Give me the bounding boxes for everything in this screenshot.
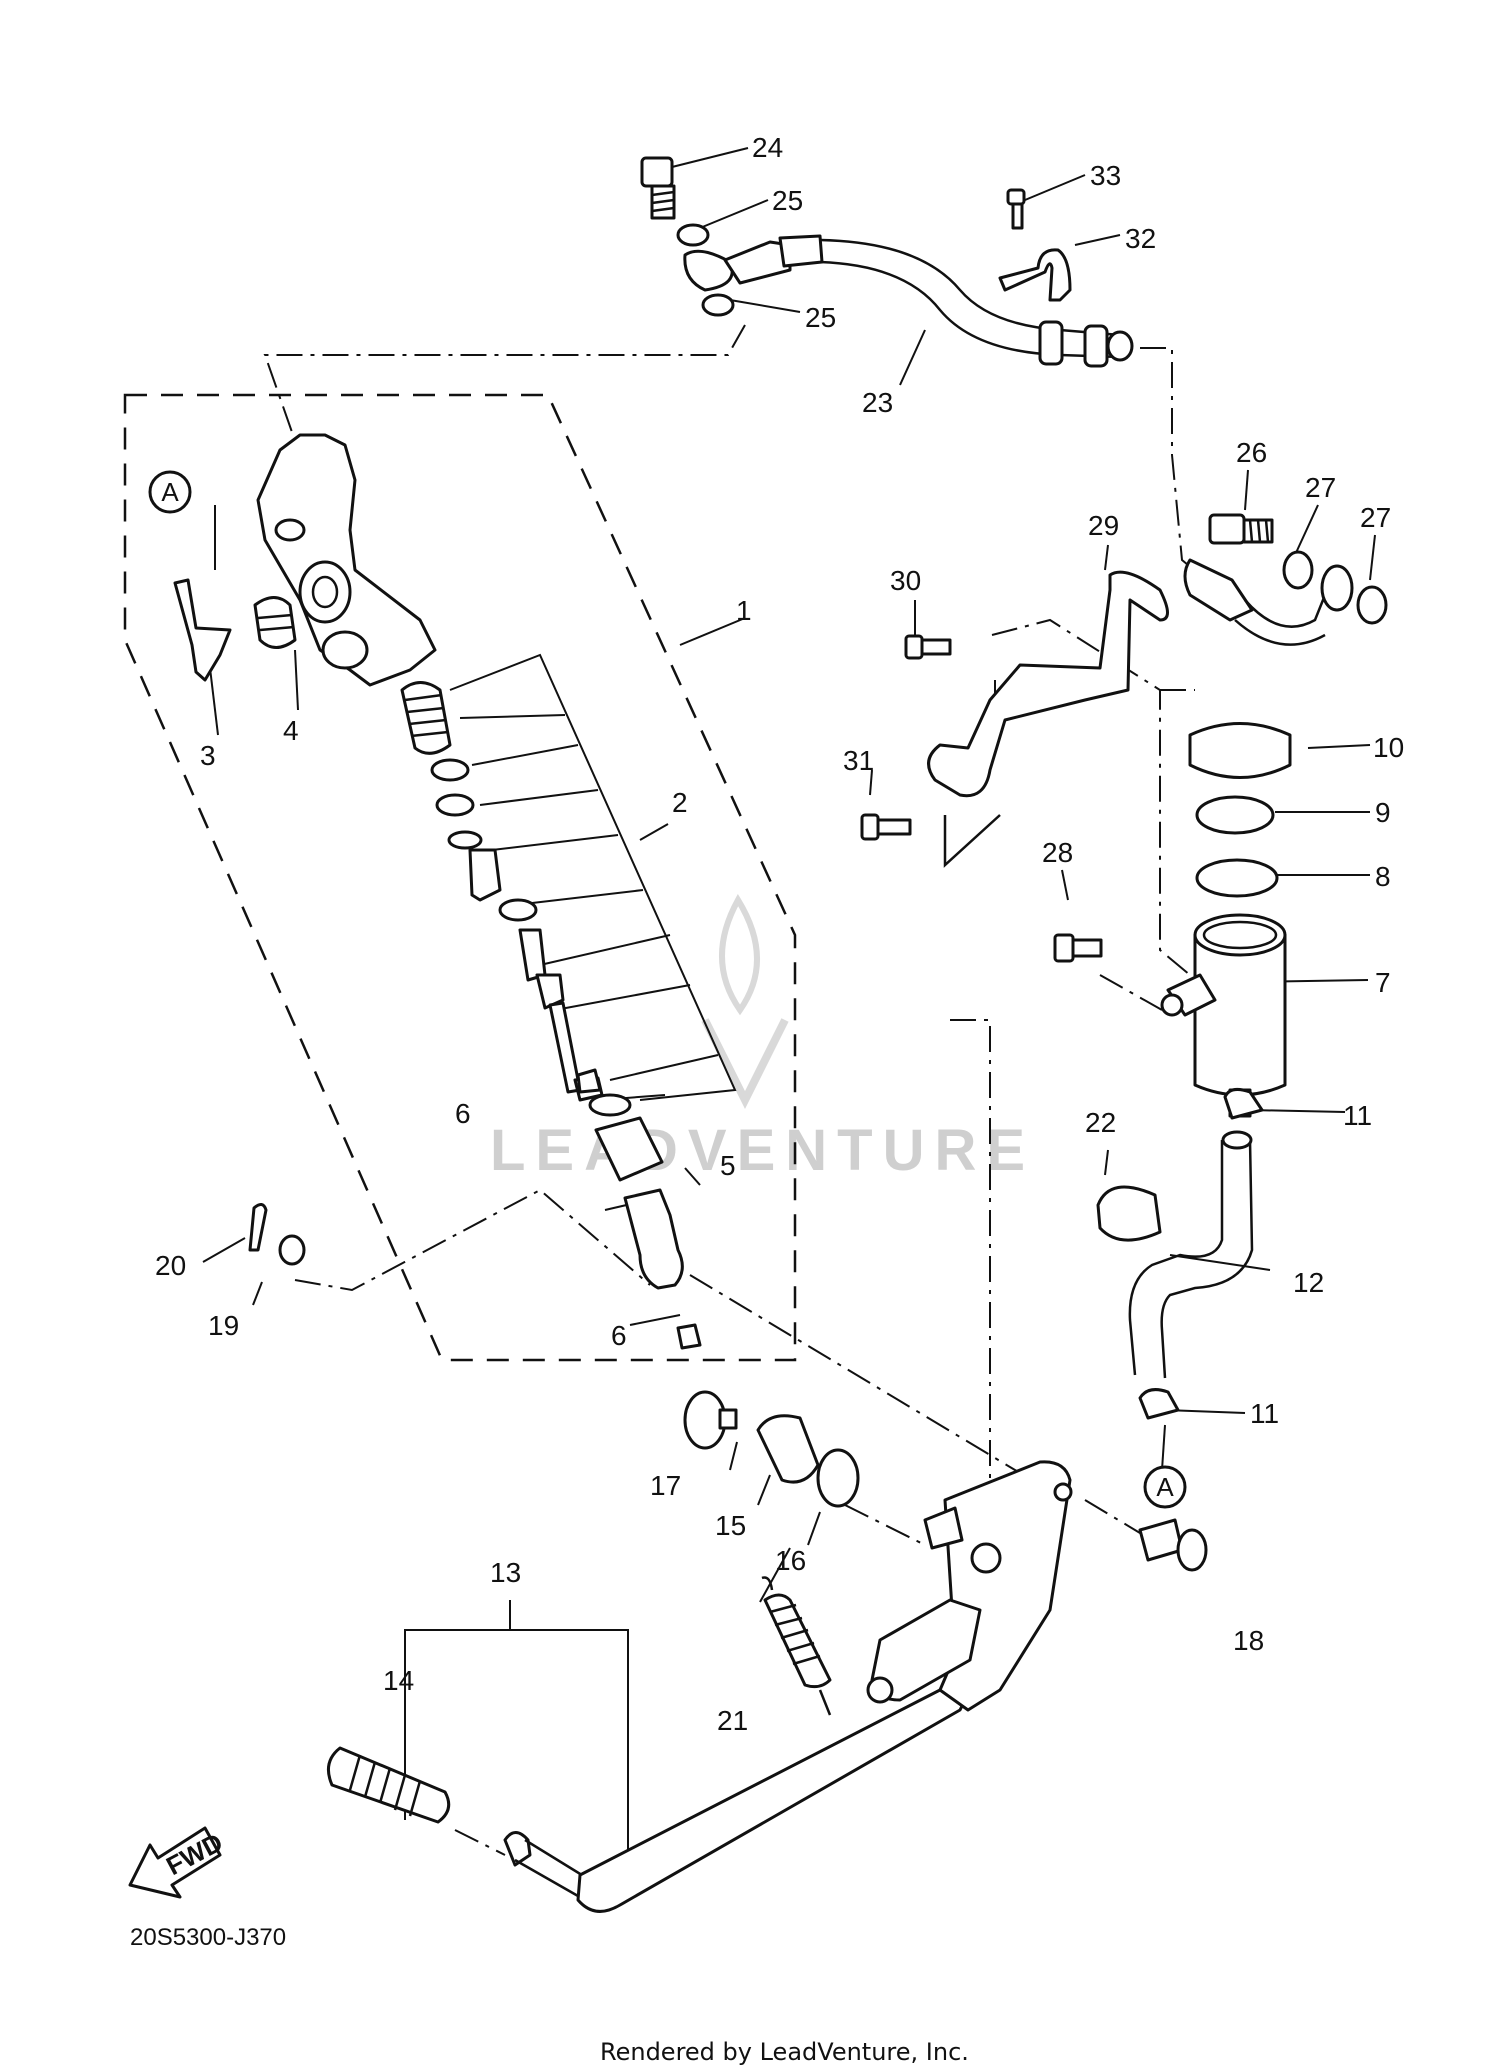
banjo-bolt-26 — [1208, 513, 1274, 545]
pedal-rubber-14 — [326, 1746, 451, 1824]
callout-6-lower: 6 — [611, 1320, 627, 1351]
plate-8 — [1195, 858, 1279, 898]
bracket-lines — [404, 653, 737, 1865]
ref-marker-a-top — [148, 470, 192, 514]
callout-24: 24 — [752, 132, 783, 163]
callout-25-bottom: 25 — [805, 302, 836, 333]
washer-25-top — [676, 223, 710, 247]
reference-lines — [263, 324, 1213, 1856]
callout-11-lower: 11 — [1250, 1398, 1279, 1429]
callout-3: 3 — [200, 740, 216, 771]
nut-6-upper — [576, 1068, 602, 1094]
spring-21 — [761, 1576, 832, 1716]
callout-4: 4 — [283, 715, 299, 746]
callout-10: 10 — [1373, 732, 1404, 763]
reservoir-cap-10 — [1188, 722, 1292, 779]
fwd-arrow: FWD — [128, 1826, 228, 1899]
callout-27-right: 27 — [1360, 502, 1391, 533]
diagram-code: 20S5300-J370 — [130, 1924, 286, 1951]
brake-pedal-13 — [503, 1460, 1073, 1913]
clamp-32 — [998, 248, 1072, 302]
callout-28: 28 — [1042, 837, 1073, 868]
watermark-text: LEADVENTURE — [490, 1118, 1035, 1183]
callout-12: 12 — [1293, 1267, 1324, 1298]
ref-marker-a-bottom-label: A — [1156, 1472, 1174, 1502]
piston-assembly-2 — [400, 681, 664, 1182]
callout-7: 7 — [1375, 967, 1391, 998]
banjo-bolt-24 — [640, 156, 676, 220]
callout-23: 23 — [862, 387, 893, 418]
bolt-33 — [1006, 188, 1026, 230]
callout-11-upper: 11 — [1343, 1100, 1372, 1131]
callout-26: 26 — [1236, 437, 1267, 468]
bolt-30 — [904, 634, 952, 660]
footer-credit: Rendered by LeadVenture, Inc. — [600, 2038, 969, 2066]
hose-end-fitting — [1183, 558, 1354, 646]
cotter-pin-20 — [248, 1203, 268, 1252]
callout-27-left: 27 — [1305, 472, 1336, 503]
clamp-11-lower — [1138, 1388, 1180, 1420]
callout-20: 20 — [155, 1250, 186, 1281]
bolt-31 — [860, 813, 912, 841]
callout-9: 9 — [1375, 797, 1391, 828]
callout-6-upper: 6 — [455, 1098, 471, 1129]
washer-19 — [278, 1234, 306, 1266]
clamp-22 — [1096, 1185, 1162, 1242]
callouts: 24 25 25 23 33 32 26 27 27 29 30 31 28 1… — [155, 132, 1404, 1736]
diaphragm-9 — [1195, 795, 1275, 835]
callout-33: 33 — [1090, 160, 1121, 191]
callout-18: 18 — [1233, 1625, 1264, 1656]
assembly-boundary — [123, 393, 797, 1362]
bolt-28 — [1053, 933, 1103, 963]
callout-30: 30 — [890, 565, 921, 596]
callout-13: 13 — [490, 1557, 521, 1588]
o-ring-16 — [816, 1448, 860, 1508]
callout-21: 21 — [717, 1705, 748, 1736]
washer-25-bottom — [701, 293, 735, 317]
callout-22: 22 — [1085, 1107, 1116, 1138]
washer-27-left — [1282, 550, 1314, 590]
joint-3 — [173, 578, 232, 682]
callout-31: 31 — [843, 745, 874, 776]
bushing-15 — [756, 1414, 820, 1484]
ref-marker-a-top-label: A — [161, 477, 179, 507]
reservoir-7 — [1160, 913, 1287, 1118]
grommet-4 — [253, 596, 297, 649]
callout-2: 2 — [672, 787, 688, 818]
clamp-11-upper — [1223, 1087, 1264, 1120]
callout-8: 8 — [1375, 861, 1391, 892]
brake-hose-23 — [683, 234, 1134, 368]
collar-17 — [683, 1390, 738, 1450]
washer-27-right — [1356, 585, 1388, 625]
callout-19: 19 — [208, 1310, 239, 1341]
callout-16: 16 — [775, 1545, 806, 1576]
watermark: LEADVENTURE — [490, 894, 1035, 1183]
callout-14: 14 — [383, 1665, 414, 1696]
callout-32: 32 — [1125, 223, 1156, 254]
callout-25-top: 25 — [772, 185, 803, 216]
hose-12 — [1128, 1130, 1254, 1379]
bracket-29 — [927, 570, 1169, 798]
callout-5: 5 — [720, 1150, 736, 1181]
callout-1: 1 — [736, 595, 752, 626]
master-cylinder-body — [256, 433, 437, 687]
nut-6-lower — [676, 1323, 702, 1350]
callout-15: 15 — [715, 1510, 746, 1541]
ref-marker-a-bottom — [1143, 1465, 1187, 1509]
pin-18 — [1138, 1518, 1208, 1572]
clevis-5 — [623, 1188, 684, 1290]
callout-17: 17 — [650, 1470, 681, 1501]
callout-29: 29 — [1088, 510, 1119, 541]
